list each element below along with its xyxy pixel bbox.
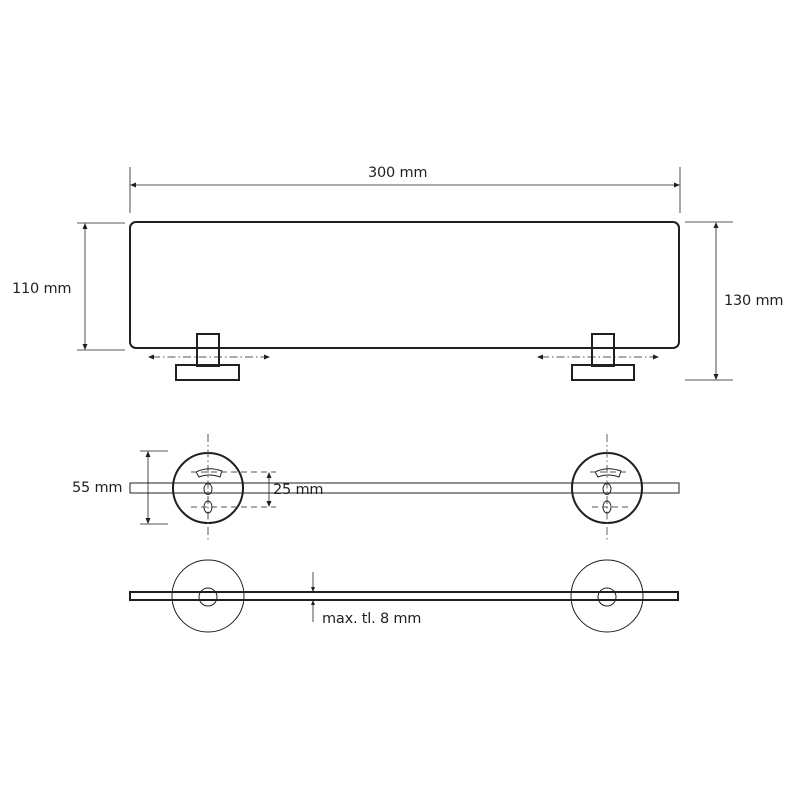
glass-thickness-dimension-line — [311, 572, 315, 622]
overall-depth-dimension-label: 130 mm — [724, 293, 784, 309]
side-view — [129, 559, 679, 633]
shelf-depth-dimension-line — [77, 222, 125, 351]
left-rosette — [172, 434, 276, 542]
top-view — [77, 167, 733, 381]
hole-spacing-dimension-line — [266, 472, 272, 507]
glass-shelf-side — [129, 591, 679, 601]
wall-mount-view — [129, 434, 680, 542]
width-dimension-label: 300 mm — [368, 165, 428, 181]
rosette-diameter-dimension-line — [140, 450, 168, 525]
right-rosette — [571, 434, 643, 542]
glass-shelf-outline — [129, 221, 680, 349]
glass-thickness-dimension-label: max. tl. 8 mm — [322, 611, 422, 627]
right-bracket — [537, 333, 659, 381]
left-bracket — [148, 333, 270, 381]
rosette-diameter-dimension-label: 55 mm — [72, 480, 123, 496]
hole-spacing-dimension-label: 25 mm — [273, 482, 324, 498]
overall-depth-dimension-line — [685, 221, 733, 381]
width-dimension-line — [129, 167, 681, 213]
shelf-depth-dimension-label: 110 mm — [12, 281, 72, 297]
